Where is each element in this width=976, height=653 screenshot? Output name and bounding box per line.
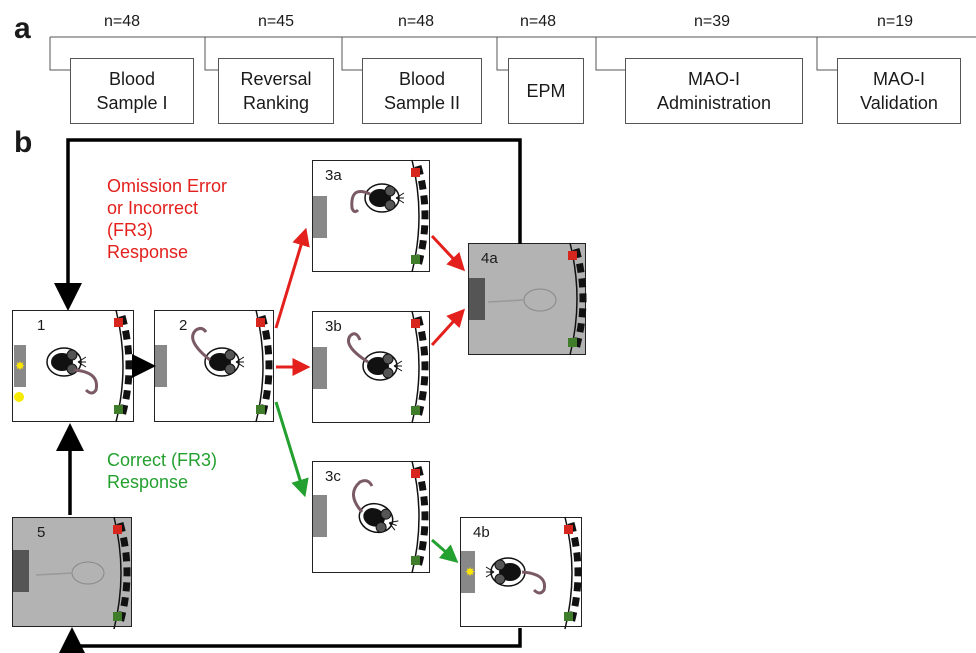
n-label-mao-validation: n=19 (876, 13, 914, 30)
stage-epm: EPM (508, 58, 584, 124)
cage-4a-contents (469, 243, 583, 355)
svg-text:✸: ✸ (465, 565, 475, 579)
cage-4a-number: 4a (481, 250, 498, 267)
arrow-2-to-3a (274, 227, 310, 329)
svg-text:✸: ✸ (15, 359, 25, 373)
stage-blood-sample-1: Blood Sample I (70, 58, 194, 124)
panel-a-letter: a (14, 12, 31, 45)
cage-3a: 3a (312, 160, 430, 272)
cage-3b-contents (313, 311, 425, 423)
cage-4a: 4a (468, 243, 586, 355)
cage-1-contents: ✸ (14, 310, 129, 422)
arrow-4a-to-1 (54, 138, 522, 311)
correct-response-label: Correct (FR3) Response (107, 450, 218, 492)
n-label-blood-sample-1: n=48 (103, 13, 141, 30)
cage-3c-number: 3c (325, 468, 341, 485)
stage-mao-validation: MAO-I Validation (837, 58, 961, 124)
cage-3b-number: 3b (325, 318, 342, 335)
cage-3c-contents (313, 461, 425, 573)
omission-incorrect-label: Omission Error or Incorrect (FR3) Respon… (107, 176, 228, 262)
cage-1-number: 1 (37, 317, 46, 334)
cage-2-number: 2 (179, 317, 188, 334)
cage-5-contents (13, 517, 127, 629)
panel-b-letter: b (14, 126, 33, 159)
arrow-3a-to-4a (430, 234, 466, 272)
n-label-reversal-ranking: n=45 (257, 13, 295, 30)
cage-4b-contents: ✸ (461, 517, 578, 629)
n-label-blood-sample-2: n=48 (397, 13, 435, 30)
cage-2-contents (155, 310, 269, 422)
arrow-3c-to-4b (431, 538, 459, 563)
cage-3a-number: 3a (325, 167, 342, 184)
cage-4b-number: 4b (473, 524, 490, 541)
arrow-3b-to-4a (430, 308, 466, 347)
stage-mao-administration: MAO-I Administration (625, 58, 803, 124)
n-label-mao-administration: n=39 (693, 13, 731, 30)
n-label-epm: n=48 (519, 13, 557, 30)
cage-3a-contents (313, 160, 425, 272)
arrow-2-to-3c (274, 401, 309, 498)
arrow-4b-to-5 (58, 627, 522, 653)
stage-blood-sample-2: Blood Sample II (362, 58, 482, 124)
stage-reversal-ranking: Reversal Ranking (218, 58, 334, 124)
cage-5-number: 5 (37, 524, 46, 541)
